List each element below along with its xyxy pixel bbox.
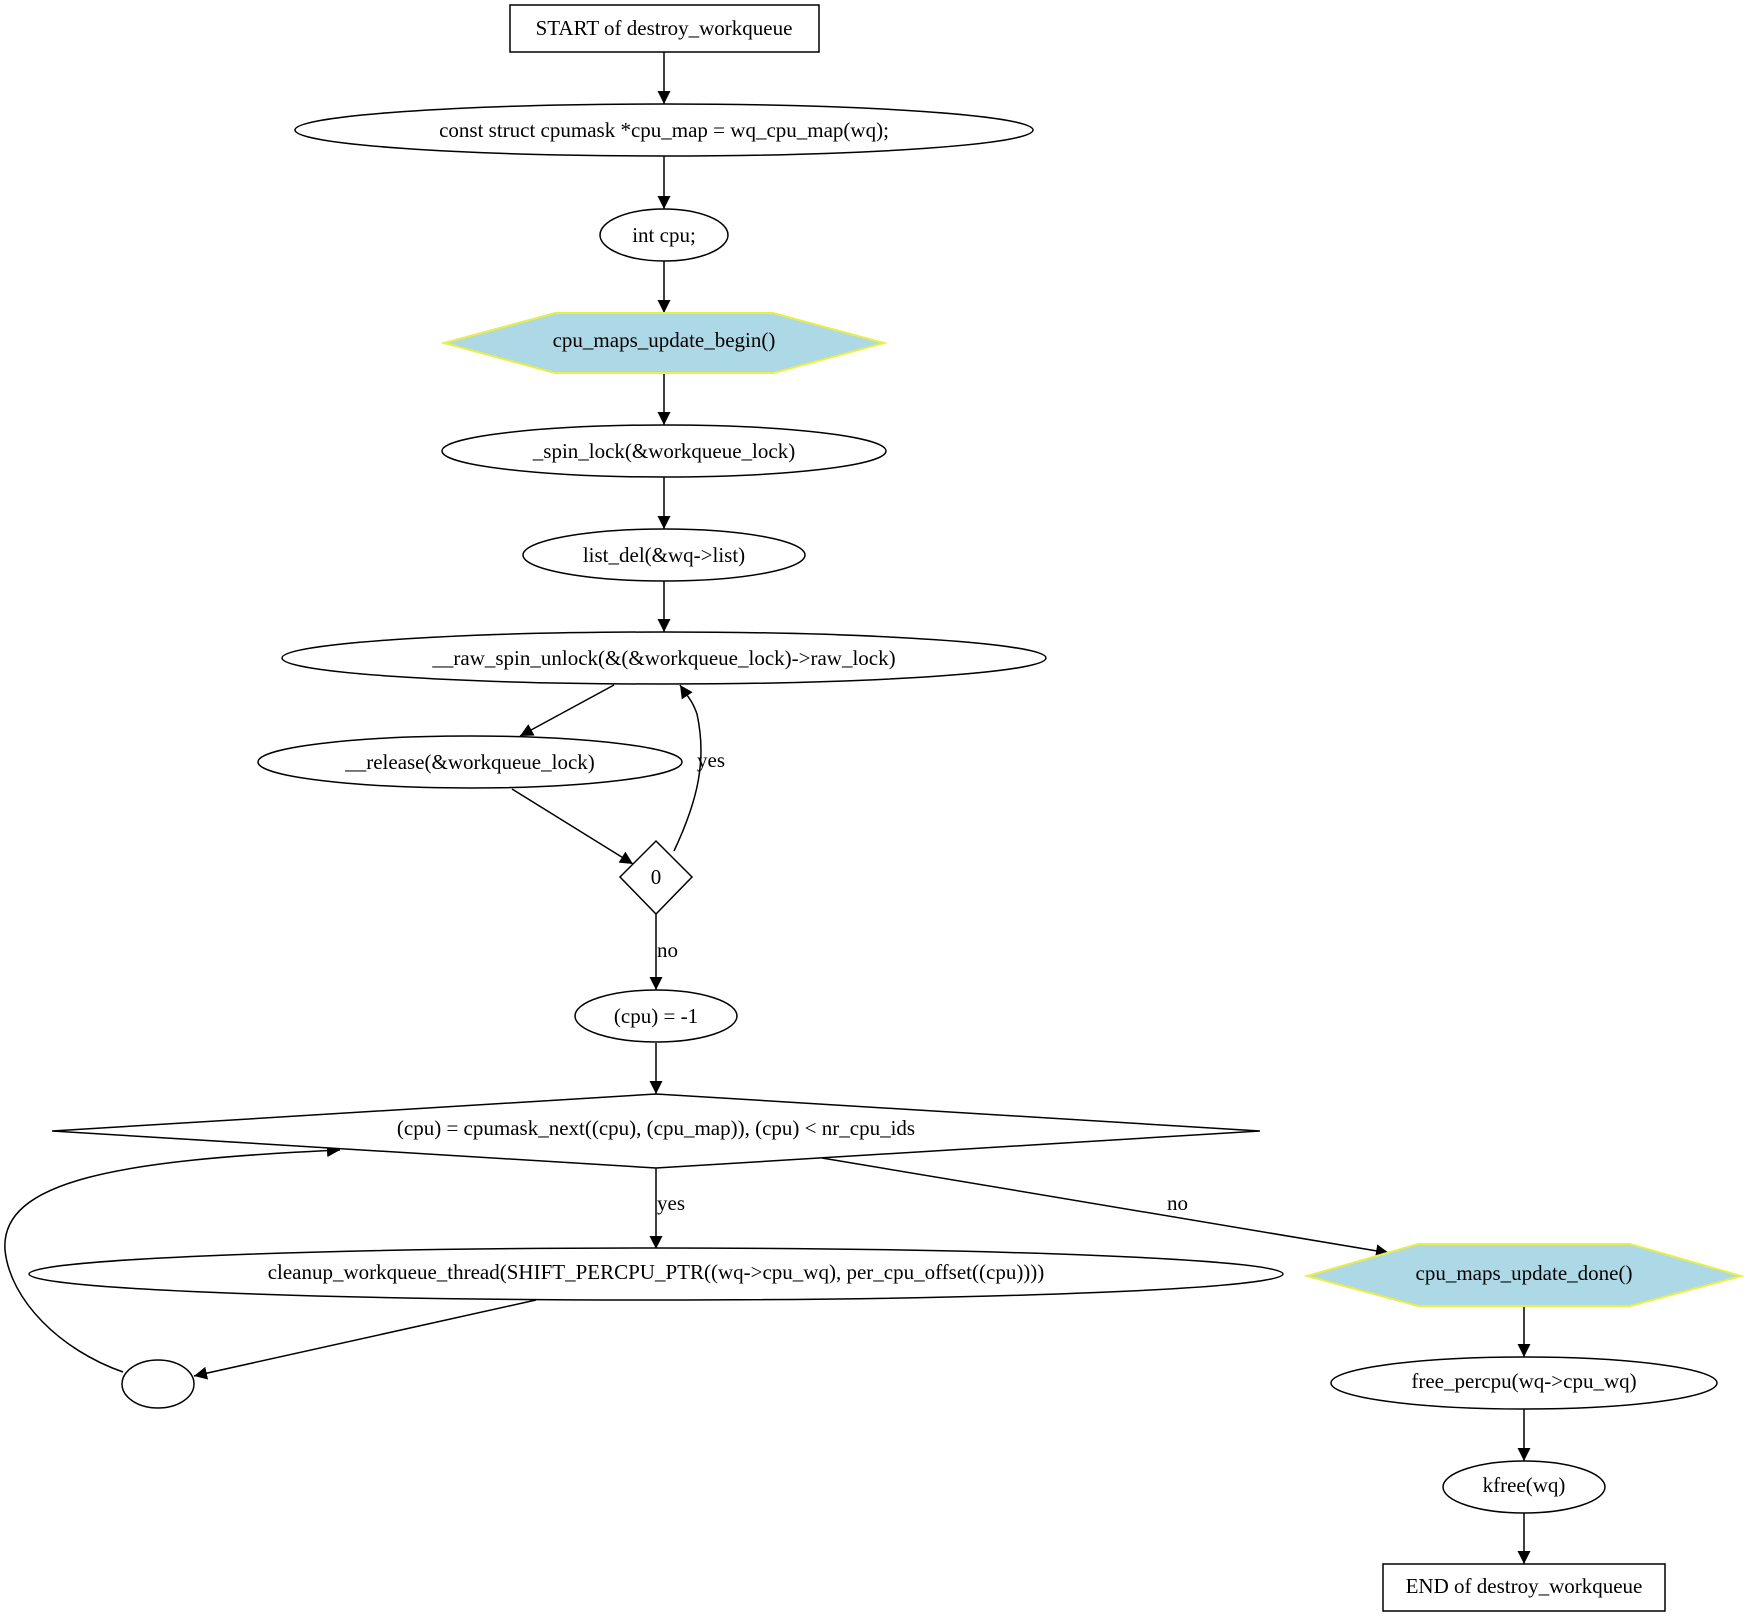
edge-label-loop-yes: yes <box>657 1191 685 1215</box>
node-release: __release(&workqueue_lock) <box>257 735 683 789</box>
node-cpu-map-decl-label: const struct cpumask *cpu_map = wq_cpu_m… <box>439 118 889 142</box>
node-loop-join <box>121 1359 195 1409</box>
node-cpu-map-decl: const struct cpumask *cpu_map = wq_cpu_m… <box>294 103 1034 157</box>
node-list-del: list_del(&wq->list) <box>522 528 806 582</box>
node-maps-done: cpu_maps_update_done() <box>1303 1243 1744 1307</box>
node-maps-begin: cpu_maps_update_begin() <box>440 312 888 374</box>
edge-raw-unlock-to-release <box>519 684 615 737</box>
node-cond-zero: 0 <box>618 839 694 916</box>
node-maps-begin-label: cpu_maps_update_begin() <box>553 328 776 352</box>
node-start-label: START of destroy_workqueue <box>536 16 793 40</box>
node-cleanup: cleanup_workqueue_thread(SHIFT_PERCPU_PT… <box>28 1247 1284 1301</box>
nodes: START of destroy_workqueue const struct … <box>28 4 1744 1612</box>
node-cleanup-label: cleanup_workqueue_thread(SHIFT_PERCPU_PT… <box>268 1260 1045 1284</box>
node-spin-lock-label: _spin_lock(&workqueue_lock) <box>532 439 795 463</box>
edges <box>4 52 1531 1564</box>
node-int-cpu: int cpu; <box>599 208 729 262</box>
node-free-percpu-label: free_percpu(wq->cpu_wq) <box>1411 1369 1636 1393</box>
node-cond-zero-label: 0 <box>651 865 662 889</box>
node-start: START of destroy_workqueue <box>509 4 820 53</box>
node-cpu-init: (cpu) = -1 <box>574 989 738 1043</box>
node-spin-lock: _spin_lock(&workqueue_lock) <box>441 424 887 478</box>
edge-zero-yes-to-raw-unlock <box>673 684 702 852</box>
node-end: END of destroy_workqueue <box>1382 1563 1666 1612</box>
node-int-cpu-label: int cpu; <box>632 223 696 247</box>
edge-labels: yes no yes no <box>657 748 1188 1215</box>
node-list-del-label: list_del(&wq->list) <box>583 543 745 567</box>
node-raw-unlock-label: __raw_spin_unlock(&(&workqueue_lock)->ra… <box>431 646 895 670</box>
edge-release-to-zero <box>511 788 634 865</box>
edge-loop-cond-no-to-maps-done <box>821 1157 1390 1258</box>
node-kfree: kfree(wq) <box>1442 1460 1606 1514</box>
edge-join-back-to-loop-cond <box>4 1144 341 1373</box>
node-cpu-init-label: (cpu) = -1 <box>614 1004 698 1028</box>
edge-label-zero-no: no <box>657 938 678 962</box>
node-maps-done-label: cpu_maps_update_done() <box>1416 1261 1633 1285</box>
node-kfree-label: kfree(wq) <box>1483 1473 1566 1497</box>
edge-cleanup-to-join <box>193 1299 537 1380</box>
node-loop-cond-label: (cpu) = cpumask_next((cpu), (cpu_map)), … <box>397 1116 915 1140</box>
node-loop-cond: (cpu) = cpumask_next((cpu), (cpu_map)), … <box>51 1093 1261 1169</box>
edge-label-zero-yes: yes <box>697 748 725 772</box>
node-end-label: END of destroy_workqueue <box>1406 1574 1643 1598</box>
node-raw-unlock: __raw_spin_unlock(&(&workqueue_lock)->ra… <box>281 631 1047 685</box>
edge-label-loop-no: no <box>1167 1191 1188 1215</box>
node-release-label: __release(&workqueue_lock) <box>344 750 595 774</box>
node-free-percpu: free_percpu(wq->cpu_wq) <box>1330 1356 1718 1410</box>
